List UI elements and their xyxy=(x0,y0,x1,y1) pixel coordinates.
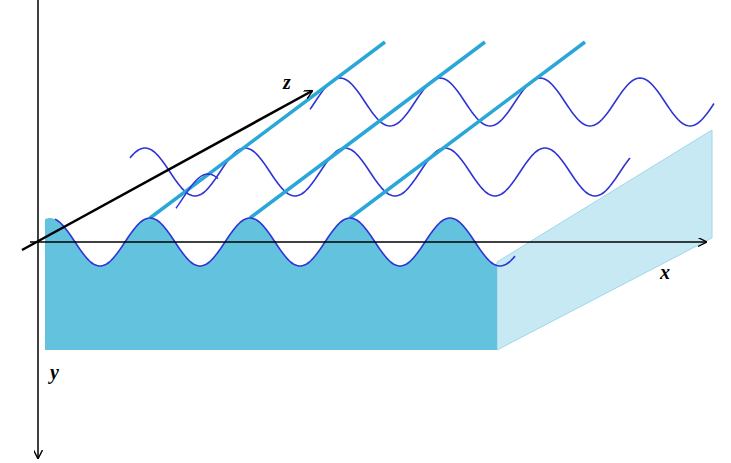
axis-label: x xyxy=(660,262,670,282)
axis-label: z xyxy=(283,72,291,92)
x-axis xyxy=(30,241,706,243)
crest-line xyxy=(250,42,485,218)
crest-line xyxy=(350,42,585,218)
wave-profile xyxy=(176,174,218,208)
y-axis xyxy=(37,0,39,458)
z-axis xyxy=(22,91,312,250)
wave-profile xyxy=(310,78,714,126)
water-side-face xyxy=(497,130,712,350)
wave-profile xyxy=(130,148,630,196)
axis-label: y xyxy=(50,362,59,382)
water-front-face xyxy=(45,218,497,350)
crest-line xyxy=(150,42,385,218)
